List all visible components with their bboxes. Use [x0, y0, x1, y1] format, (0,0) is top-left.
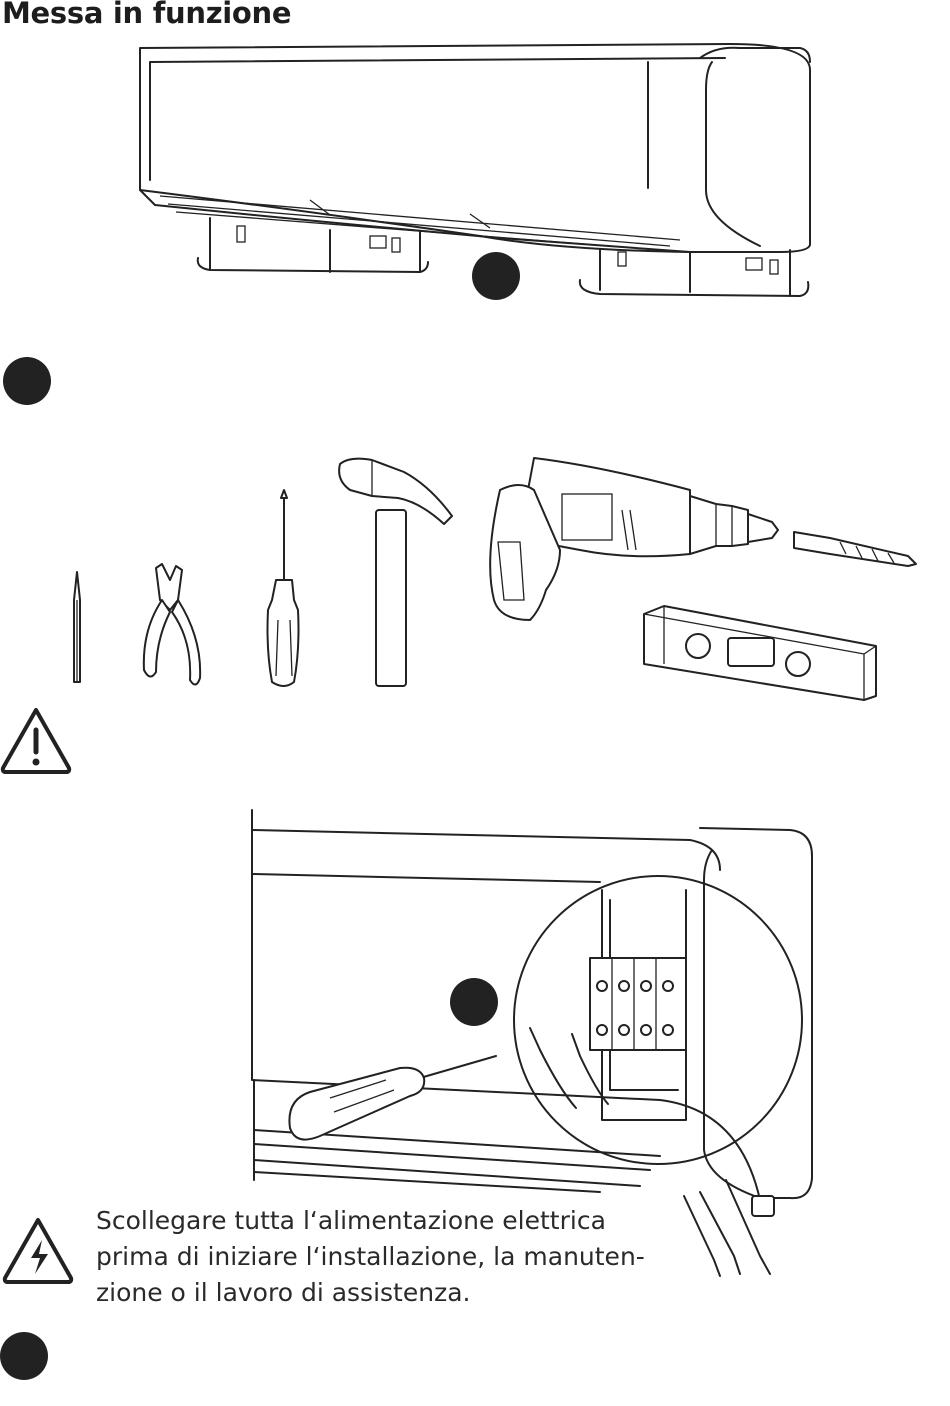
pliers-icon — [144, 564, 200, 685]
electric-warning-text: Scollegare tutta l‘alimentazione elettri… — [96, 1203, 716, 1311]
drill-icon — [490, 458, 916, 620]
warning-line: Scollegare tutta l‘alimentazione elettri… — [96, 1203, 716, 1239]
warning-line: prima di iniziare l‘installazione, la ma… — [96, 1239, 716, 1275]
screwdriver-icon — [268, 490, 299, 686]
warning-triangle-icon — [0, 706, 72, 774]
hammer-icon — [339, 459, 452, 686]
screwdriver-icon — [289, 1056, 496, 1140]
spirit-level-icon — [644, 606, 876, 700]
step-marker-dot — [0, 1332, 48, 1380]
tools-illustration — [0, 450, 950, 710]
electric-hazard-icon — [2, 1216, 74, 1286]
step-marker-dot — [472, 252, 520, 300]
warning-line: zione o il lavoro di assistenza. — [96, 1275, 716, 1311]
pencil-icon — [74, 572, 80, 682]
step-marker-dot — [450, 978, 498, 1026]
step-marker-dot — [3, 357, 51, 405]
